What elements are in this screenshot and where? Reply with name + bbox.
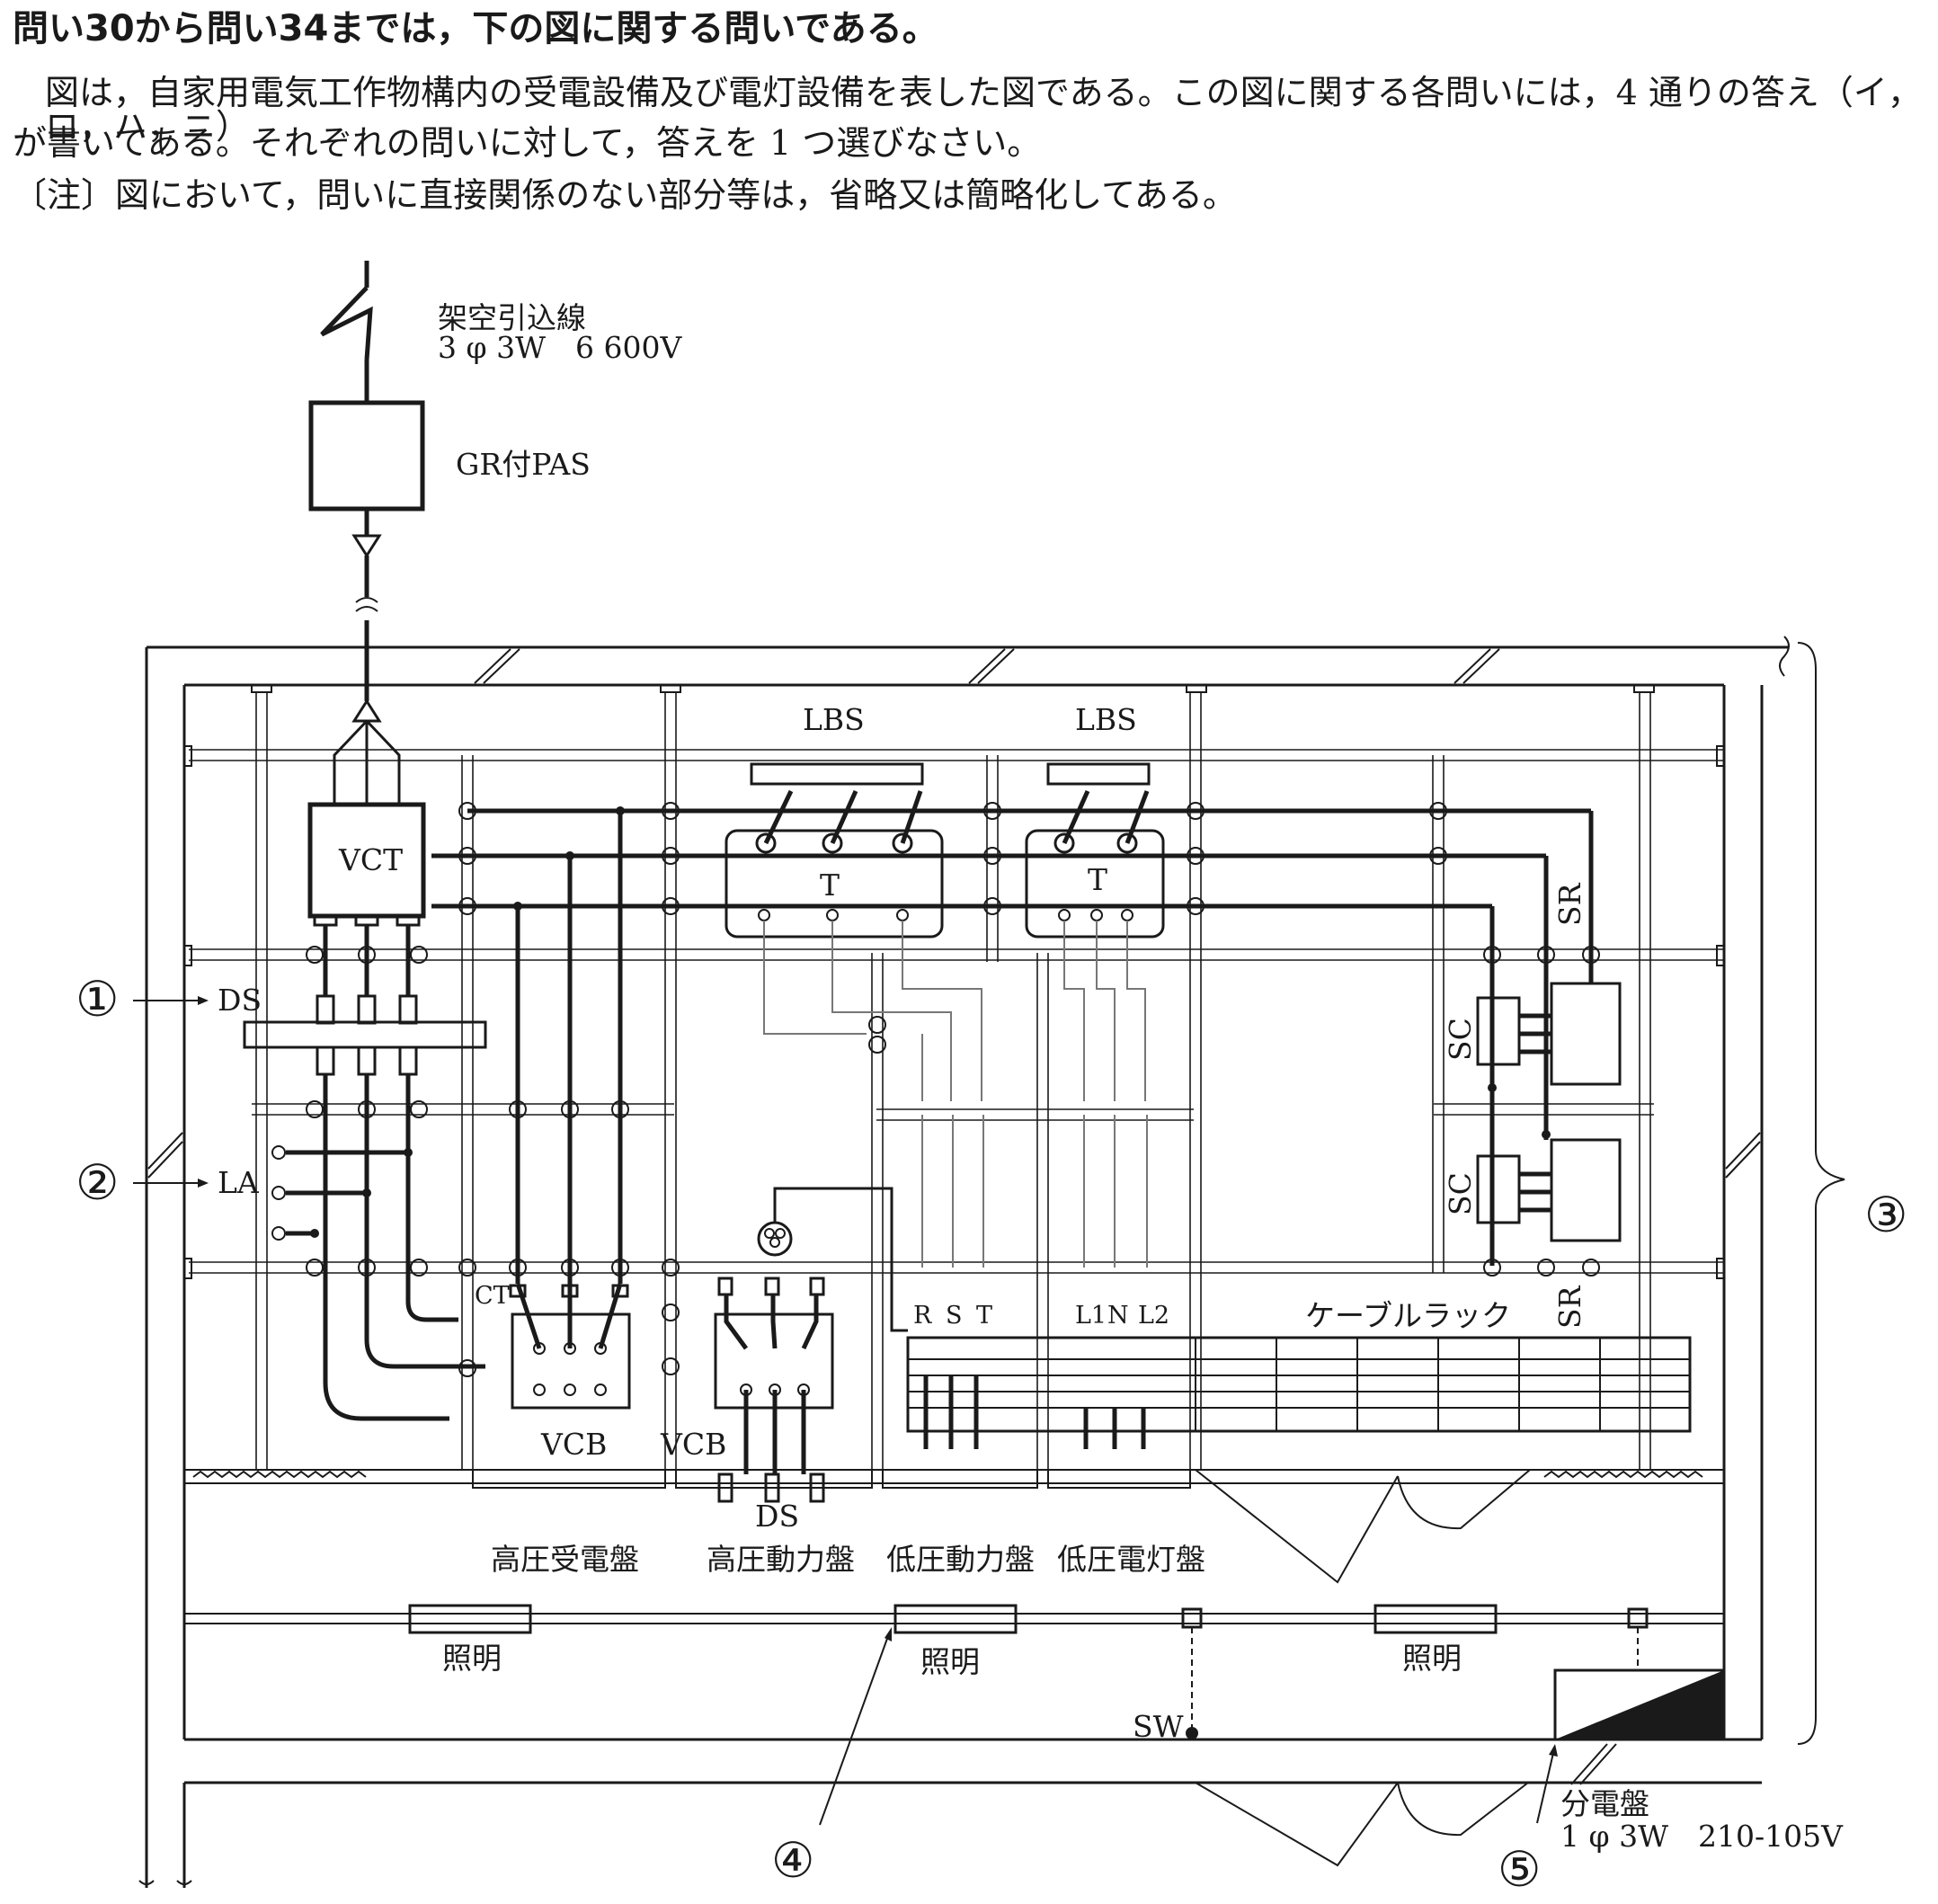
label-phase-t: T (976, 1302, 992, 1330)
label-phase-r: R (913, 1302, 932, 1330)
label-sr-2: SR (1552, 1285, 1587, 1329)
zct (757, 1187, 908, 1332)
cable-rack: ケーブルラック (906, 1298, 1692, 1449)
light-fixture-2 (893, 1604, 1018, 1634)
pas-box (308, 400, 425, 512)
question-text-line2: が書いてある。それぞれの問いに対して，答えを 1 つ選びなさい。 (13, 123, 1042, 163)
transformer-2 (1025, 829, 1165, 939)
light-fixture-3 (1373, 1604, 1498, 1634)
label-service-spec: 3 φ 3W 6 600V (438, 330, 682, 365)
label-ds-2: DS (755, 1499, 799, 1534)
lbs-transformers: LBS LBS T T (725, 702, 1165, 1268)
sr-1 (1550, 982, 1622, 1086)
marker-4: ④ (771, 1832, 814, 1889)
label-n: N (1107, 1302, 1129, 1330)
label-vcb-1: VCB (540, 1427, 607, 1462)
sc-sr: SR SR SC SC (1443, 811, 1622, 1329)
label-sw: SW (1133, 1709, 1184, 1744)
label-ct: CT (475, 1282, 510, 1310)
label-dist-spec: 1 φ 3W 210-105V (1560, 1819, 1844, 1854)
question-title: 問い30から問い34までは，下の図に関する問いである。 (13, 8, 938, 49)
light-fixture-1 (408, 1604, 532, 1634)
marker-2: ② (76, 1154, 119, 1211)
label-sr-1: SR (1552, 882, 1587, 926)
sr-2 (1550, 1138, 1622, 1242)
service-entrance: 架空引込線 3 φ 3W 6 600V GR付PAS (308, 261, 682, 805)
label-panel-lv-lighting: 低圧電灯盤 (1057, 1542, 1205, 1577)
label-lbs-1: LBS (803, 702, 865, 737)
label-dist-panel: 分電盤 (1560, 1786, 1649, 1821)
transformer-1 (725, 829, 944, 939)
sc-1 (1476, 996, 1521, 1066)
corridor-lighting: 照明 照明 照明 SW (184, 1604, 1724, 1744)
label-panel-hv-receiving: 高圧受電盤 (491, 1542, 639, 1577)
callouts: ① DS ② LA ③ ④ ⑤ (76, 642, 1907, 1898)
terminal-labels: R S T L1 N L2 VCB VCB DS 高圧受電盤 高圧動力盤 低圧動… (491, 1302, 1205, 1577)
marker-5: ⑤ (1498, 1841, 1541, 1898)
label-light-3: 照明 (1402, 1641, 1462, 1676)
building-walls (138, 636, 1790, 1888)
distribution-board: 分電盤 1 φ 3W 210-105V (1553, 1668, 1844, 1854)
switch-dot (1186, 1727, 1198, 1739)
label-panel-hv-power: 高圧動力盤 (707, 1542, 855, 1577)
label-light-1: 照明 (442, 1641, 502, 1676)
marker-3: ③ (1864, 1187, 1907, 1243)
cable-head-bottom (351, 698, 382, 723)
marker-1: ① (76, 971, 119, 1028)
label-la: LA (218, 1165, 260, 1200)
label-sc-1: SC (1443, 1018, 1478, 1061)
label-l2: L2 (1138, 1302, 1169, 1330)
label-ds-1: DS (218, 983, 262, 1018)
label-light-2: 照明 (920, 1644, 980, 1679)
fence-frame (183, 684, 1725, 1489)
sc-2 (1476, 1154, 1521, 1224)
question-text-line1: 図は，自家用電気工作物構内の受電設備及び電灯設備を表した図である。この図に関する… (45, 73, 1922, 147)
label-vct: VCT (338, 842, 403, 877)
question-note: 〔注〕図において，問いに直接関係のない部分等は，省略又は簡略化してある。 (13, 175, 1237, 215)
la-unit (271, 1074, 485, 1421)
label-lbs-2: LBS (1075, 702, 1137, 737)
vcb-power (714, 1277, 834, 1503)
label-pas: GR付PAS (456, 447, 591, 482)
label-phase-s: S (946, 1302, 963, 1330)
label-vcb-2: VCB (660, 1427, 726, 1462)
label-t-1: T (820, 867, 840, 903)
label-l1: L1 (1075, 1302, 1107, 1330)
label-cable-rack: ケーブルラック (1305, 1298, 1511, 1333)
cable-head-top (351, 534, 382, 558)
label-panel-lv-power: 低圧動力盤 (886, 1542, 1035, 1577)
vcb-receiving: CT (475, 1282, 631, 1410)
label-service-line: 架空引込線 (438, 300, 586, 335)
vct-section: VCT (307, 802, 1591, 1284)
ds-unit (243, 994, 487, 1076)
label-t-2: T (1088, 862, 1107, 897)
label-sc-2: SC (1443, 1172, 1478, 1215)
room-divider (184, 1469, 1724, 1484)
